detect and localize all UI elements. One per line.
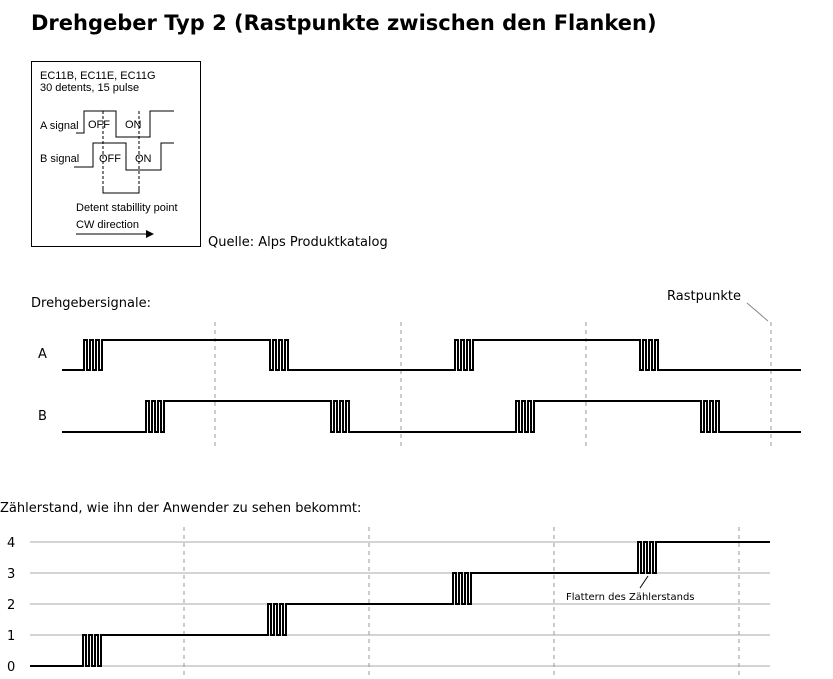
flatter-pointer <box>639 575 649 589</box>
level-label-0: 0 <box>7 660 15 675</box>
page-title: Drehgeber Typ 2 (Rastpunkte zwischen den… <box>31 11 657 35</box>
level-label-1: 1 <box>7 629 15 644</box>
rastpunkte-pointer <box>746 302 769 322</box>
signals-heading: Drehgebersignale: <box>31 296 151 311</box>
alps-b-on: ON <box>135 153 152 165</box>
counter-waveform <box>30 541 770 667</box>
alps-detent-label: Detent stabillity point <box>76 202 178 214</box>
alps-a-label: A signal <box>40 120 79 132</box>
counter-heading: Zählerstand, wie ihn der Anwender zu seh… <box>0 501 361 516</box>
signal-a-name: A <box>38 347 47 362</box>
alps-a-waveform <box>76 110 174 138</box>
level-label-3: 3 <box>7 567 15 582</box>
signal-a-waveform <box>62 339 801 371</box>
alps-detent-bracket <box>102 188 140 194</box>
alps-a-off: OFF <box>88 119 110 131</box>
alps-a-on: ON <box>125 119 142 131</box>
alps-b-label: B signal <box>40 153 79 165</box>
arrow-right-icon <box>146 230 154 238</box>
level-label-4: 4 <box>7 536 15 551</box>
rastpunkte-label: Rastpunkte <box>667 289 741 304</box>
alps-figure-box <box>31 61 201 247</box>
alps-cw-label: CW direction <box>76 219 139 231</box>
level-label-2: 2 <box>7 598 15 613</box>
alps-spec: 30 detents, 15 pulse <box>40 82 139 94</box>
alps-source: Quelle: Alps Produktkatalog <box>208 235 388 250</box>
signal-b-waveform <box>62 400 801 433</box>
alps-b-off: OFF <box>99 153 121 165</box>
signal-b-name: B <box>38 409 47 424</box>
alps-models: EC11B, EC11E, EC11G <box>40 70 156 82</box>
flatter-label: Flattern des Zählerstands <box>566 592 695 603</box>
alps-b-waveform <box>74 142 174 171</box>
